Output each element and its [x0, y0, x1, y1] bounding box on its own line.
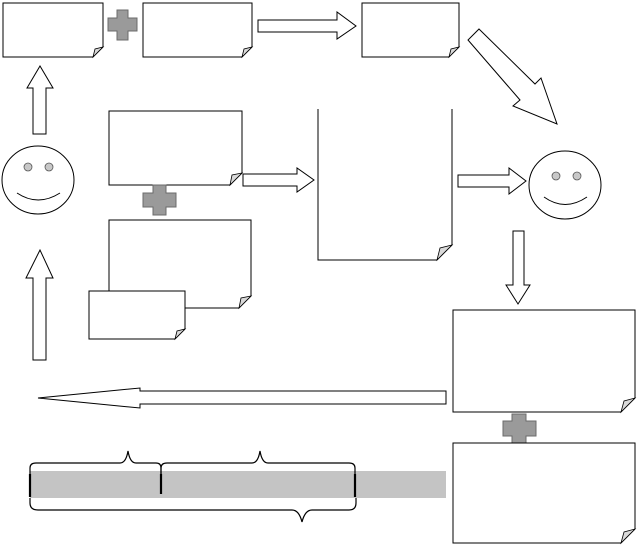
- arrow-icon-top-right: [257, 11, 357, 40]
- arrow-icon-long-left: [37, 387, 447, 409]
- timeline-band: [30, 471, 446, 498]
- arrow-icon-center-right: [242, 167, 315, 193]
- brace-icon-top-right: [160, 450, 356, 476]
- plus-icon-center: [142, 184, 177, 216]
- note-center-tall: [317, 109, 454, 262]
- arrow-icon-diagonal-down: [467, 28, 558, 125]
- arrow-icon-left-up-top: [26, 65, 54, 135]
- note-center-top: [108, 110, 244, 187]
- brace-icon-bottom: [29, 498, 357, 523]
- note-center-small: [88, 290, 187, 341]
- plus-icon-right: [502, 413, 537, 444]
- smiley-face-icon-right: [528, 150, 602, 220]
- note-top-left: [2, 2, 105, 59]
- brace-icon-top-left: [29, 450, 162, 476]
- smiley-face-icon-left: [1, 145, 75, 215]
- arrow-icon-right-down: [505, 230, 531, 305]
- note-top-middle: [142, 2, 254, 59]
- arrow-icon-to-right-face: [457, 166, 527, 196]
- note-right-bottom: [452, 442, 637, 545]
- plus-icon-top: [107, 9, 138, 41]
- note-top-right: [361, 2, 461, 59]
- band-divider-marks: [28, 474, 357, 497]
- note-right-middle: [452, 309, 637, 414]
- arrow-icon-left-up-bottom: [25, 248, 54, 361]
